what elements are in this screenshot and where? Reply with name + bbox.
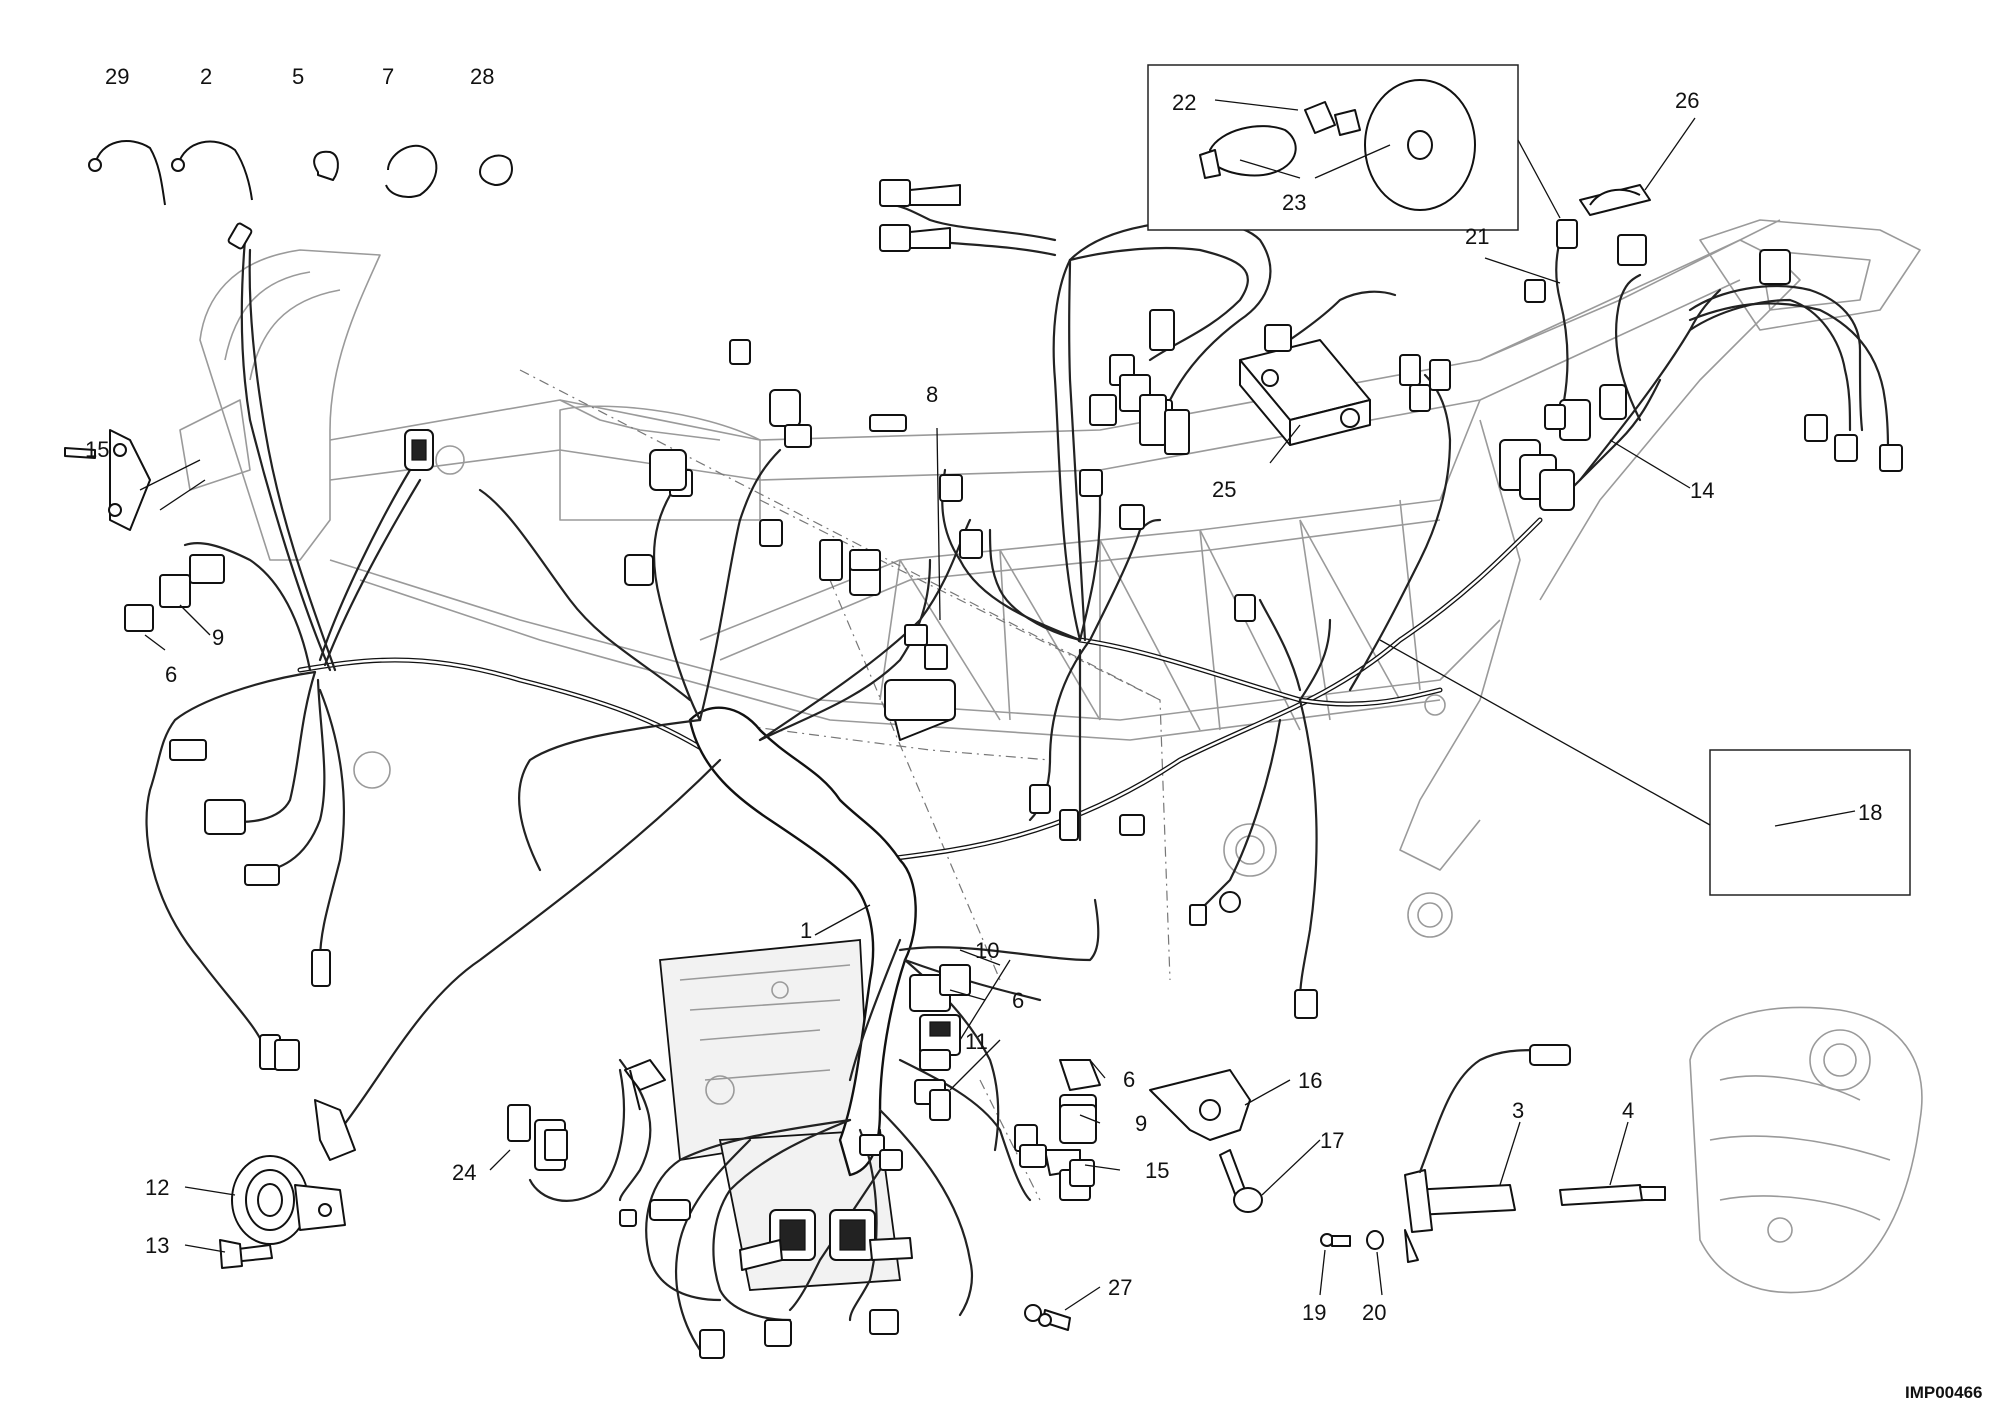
callout-29: 29 [105,64,129,89]
callout-17: 17 [1320,1128,1344,1153]
connectors [64,179,1903,1359]
callout-11: 11 [965,1029,988,1054]
callout-10: 10 [975,938,999,963]
callout-25: 25 [1212,477,1236,502]
callout-27: 27 [1108,1275,1132,1300]
callout-9-right: 9 [1135,1111,1147,1136]
horn [231,1155,346,1245]
callout-28: 28 [470,64,494,89]
callout-15-right: 15 [1145,1158,1169,1183]
callout-9-left: 9 [212,625,224,650]
callout-8: 8 [926,382,938,407]
callout-1: 1 [800,918,812,943]
cable-ties [88,140,513,206]
inset-sensor-kit [1199,79,1476,211]
callout-7: 7 [382,64,394,89]
callout-21: 21 [1465,224,1489,249]
callout-labels: 29 2 5 7 28 22 23 26 21 25 14 15 9 6 8 1… [85,64,1882,1325]
callout-26: 26 [1675,88,1699,113]
callout-6-centre: 6 [1012,988,1024,1013]
callout-16: 16 [1298,1068,1322,1093]
leader-lines [139,99,1856,1311]
voltage-regulator [1239,339,1371,446]
callout-20: 20 [1362,1300,1386,1325]
callout-6-right: 6 [1123,1067,1135,1092]
callout-23: 23 [1282,190,1306,215]
callout-14: 14 [1690,478,1714,503]
callout-13: 13 [145,1233,169,1258]
inset-box-part-18 [1709,749,1911,896]
callout-22: 22 [1172,90,1196,115]
callout-5: 5 [292,64,304,89]
callout-4: 4 [1622,1098,1634,1123]
drawing-code: IMP00466 [1905,1383,1983,1402]
callout-6-left: 6 [165,662,177,687]
callout-24: 24 [452,1160,476,1185]
callout-18: 18 [1858,800,1882,825]
callout-3: 3 [1512,1098,1524,1123]
callout-19: 19 [1302,1300,1326,1325]
main-harness [145,203,1890,1352]
callout-2: 2 [200,64,212,89]
callout-15-left: 15 [85,437,109,462]
sensor-3 [1404,1044,1571,1263]
callout-12: 12 [145,1175,169,1200]
